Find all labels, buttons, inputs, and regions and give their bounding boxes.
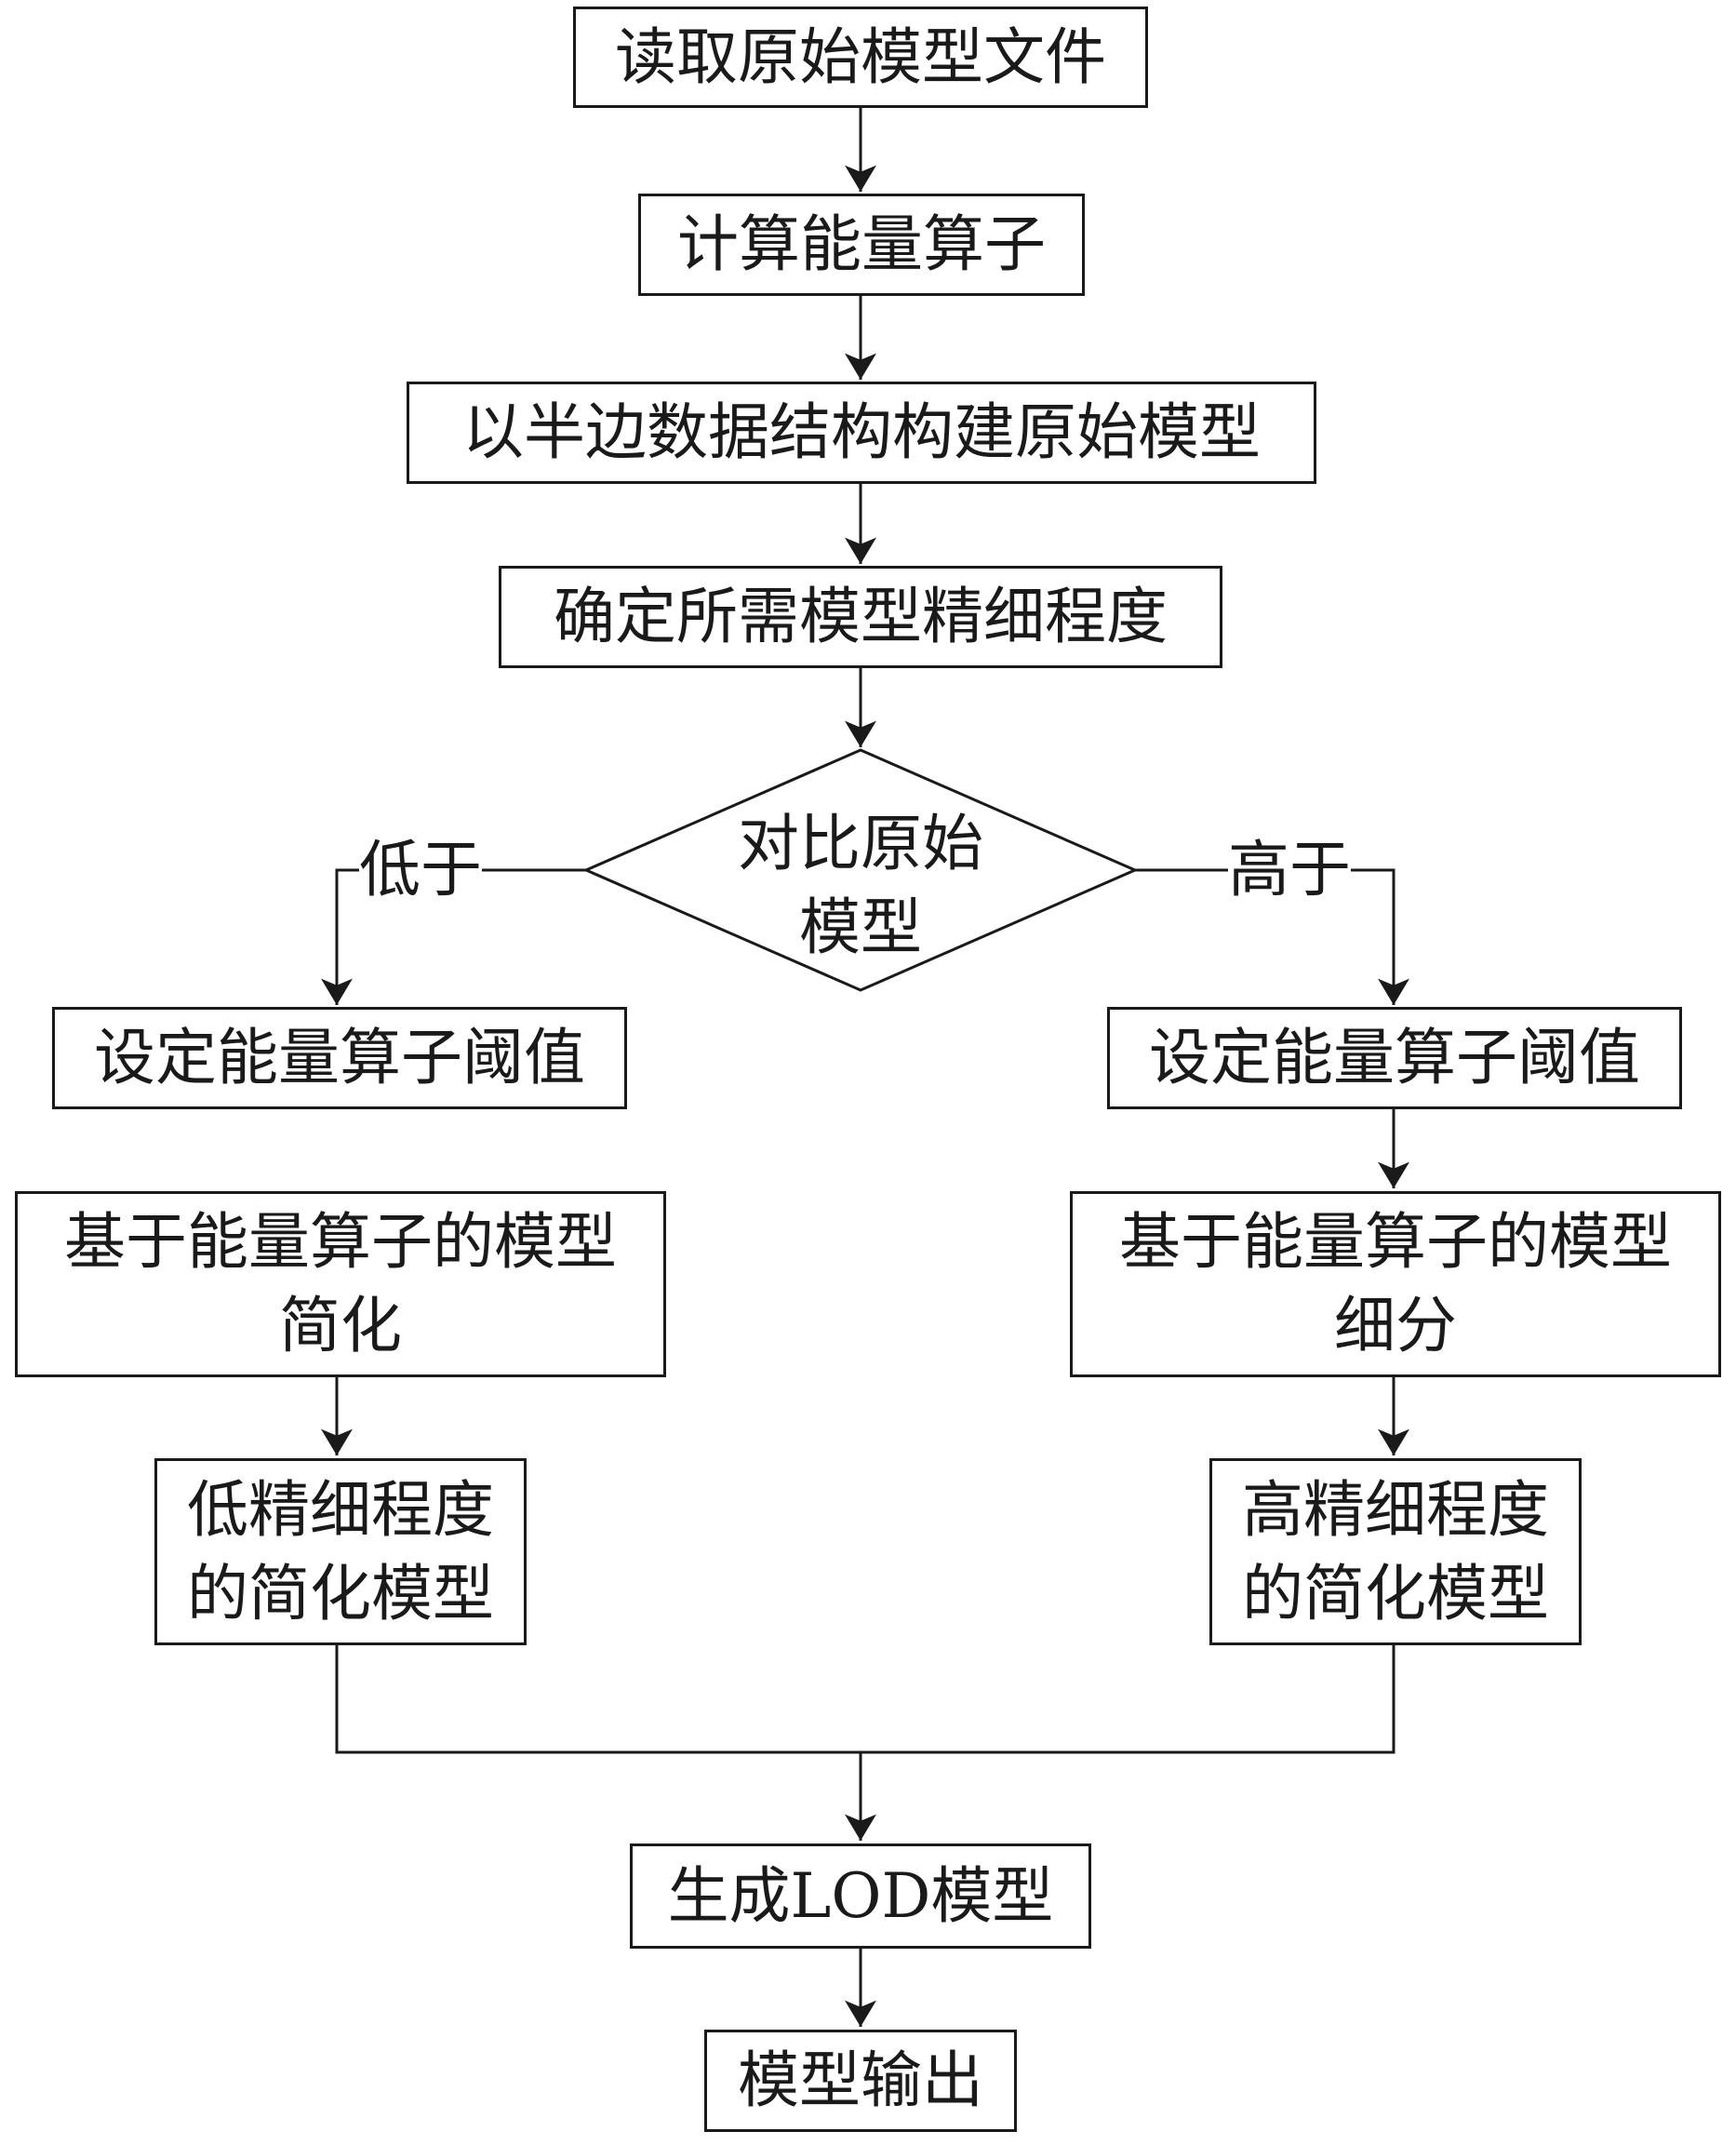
node-gen-lod: 生成LOD模型: [630, 1843, 1091, 1949]
node-threshold-left: 设定能量算子阈值: [52, 1007, 627, 1109]
node-read-file: 读取原始模型文件: [573, 7, 1148, 108]
arrow-compare-lower: [321, 868, 586, 1005]
node-compute-energy: 计算能量算子: [638, 194, 1085, 296]
node-subdivide: 基于能量算子的模型 细分: [1070, 1191, 1721, 1377]
node-build-halfedge: 以半边数据结构构建原始模型: [407, 382, 1316, 484]
node-threshold-right: 设定能量算子阈值: [1107, 1007, 1682, 1109]
node-high-model: 高精细程度 的简化模型: [1209, 1458, 1582, 1645]
label-lower: 低于: [359, 834, 482, 905]
node-simplify: 基于能量算子的模型 简化: [15, 1191, 666, 1377]
node-set-detail: 确定所需模型精细程度: [499, 566, 1222, 668]
node-low-model: 低精细程度 的简化模型: [154, 1458, 527, 1645]
compare-diamond: [582, 748, 1139, 992]
arrow-compare-higher: [1135, 868, 1409, 1005]
node-compare-text: 对比原始 模型: [738, 808, 983, 963]
label-higher: 高于: [1228, 834, 1351, 905]
node-output: 模型输出: [704, 2030, 1017, 2132]
merge-connector: [335, 1645, 1395, 1754]
